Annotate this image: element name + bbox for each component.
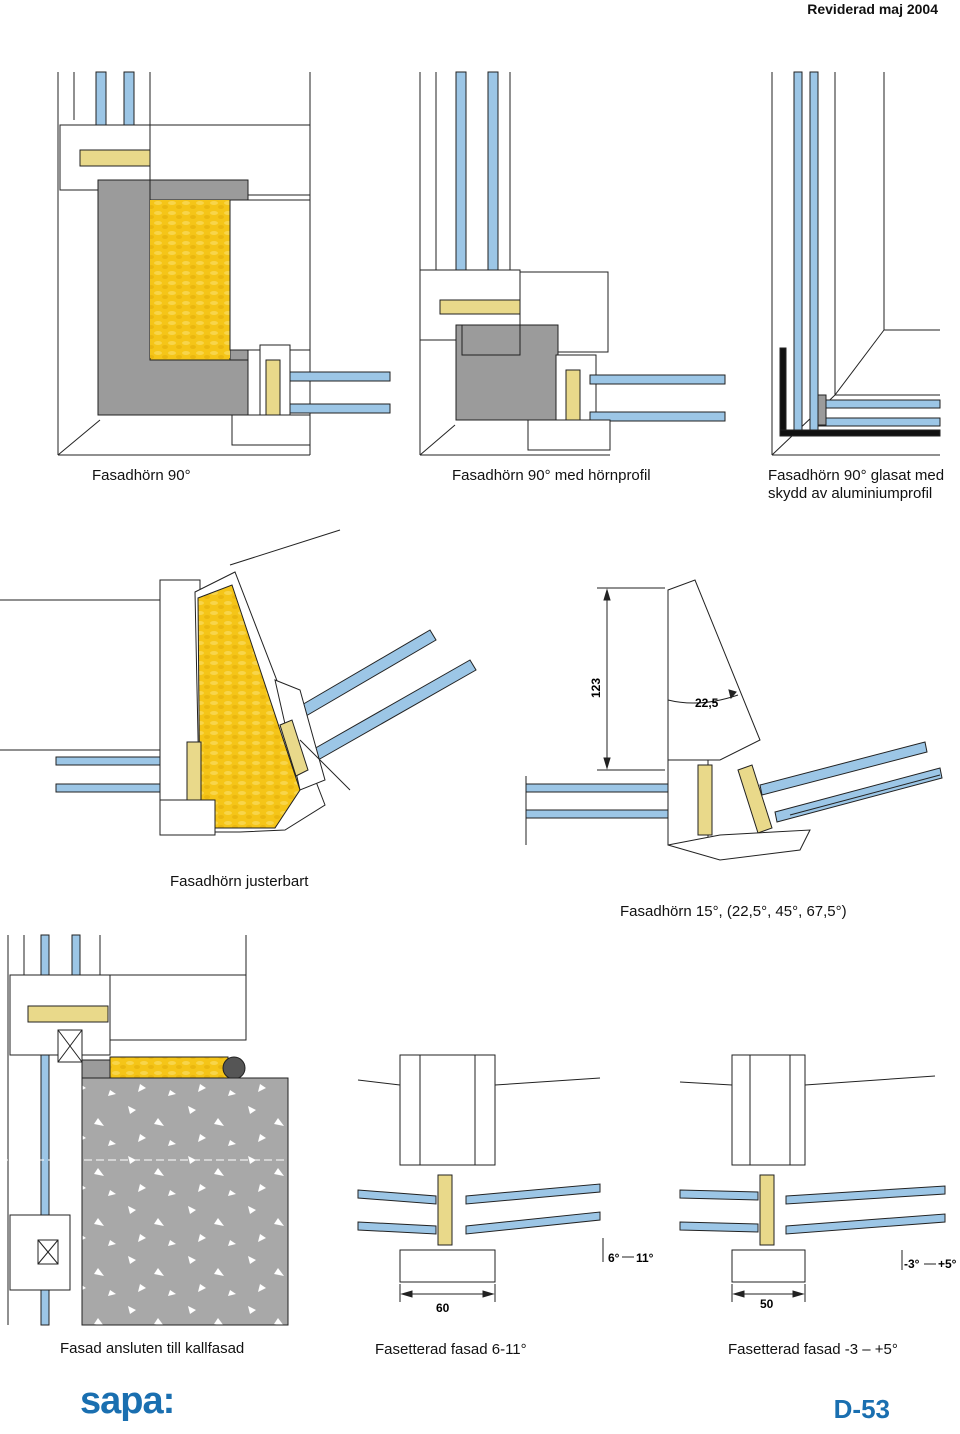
caption-faceted-m3-p5: Fasetterad fasad -3 – +5° <box>728 1341 898 1358</box>
diagram-wall-connection <box>0 934 289 1326</box>
diagram-faceted-6-11 <box>357 1054 634 1302</box>
caption-corner-90-glazed-1: Fasadhörn 90° glasat med <box>768 467 945 484</box>
angle-m3: -3° <box>904 1257 920 1271</box>
diagram-corner-90-glazed <box>771 71 941 456</box>
diagram-corner-90 <box>57 71 391 456</box>
dim-50: 50 <box>760 1297 774 1311</box>
sapa-logo: sapa: <box>80 1380 175 1422</box>
caption-corner-90-profile: Fasadhörn 90° med hörnprofil <box>452 467 651 484</box>
dim-60: 60 <box>436 1301 450 1315</box>
angle-6: 6° <box>608 1251 620 1265</box>
diagram-corner-90-profile <box>419 71 726 456</box>
diagram-corner-15 <box>525 579 943 861</box>
angle-11: 11° <box>636 1251 654 1265</box>
dim-123: 123 <box>589 678 603 698</box>
caption-corner-adjustable: Fasadhörn justerbart <box>170 873 309 890</box>
caption-faceted-6-11: Fasetterad fasad 6-11° <box>375 1341 527 1358</box>
diagram-corner-adjustable <box>0 529 477 836</box>
caption-wall-connection: Fasad ansluten till kallfasad <box>60 1340 245 1357</box>
caption-corner-15: Fasadhörn 15°, (22,5°, 45°, 67,5°) <box>620 903 847 920</box>
caption-corner-90: Fasadhörn 90° <box>92 467 191 484</box>
caption-corner-90-glazed-2: skydd av aluminiumprofil <box>768 485 933 502</box>
dim-22-5: 22,5 <box>695 696 719 710</box>
page-number: D-53 <box>833 1394 890 1424</box>
revision-label: Reviderad maj 2004 <box>807 1 938 17</box>
angle-p5: +5° <box>938 1257 957 1271</box>
diagram-faceted-m3-p5 <box>679 1054 946 1302</box>
